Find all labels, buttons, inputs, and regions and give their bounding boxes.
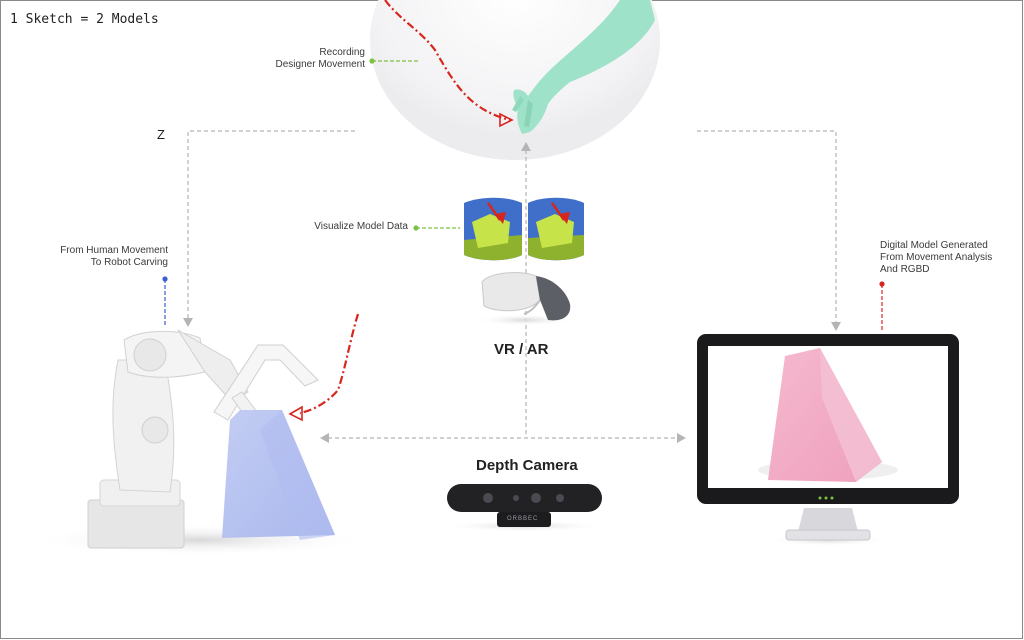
recording-label-line-2: Designer Movement [275, 59, 365, 70]
recording-trajectory [384, 0, 511, 122]
hand-icon [512, 0, 655, 134]
recording-trajectory-arrowhead [499, 112, 514, 128]
vr-screen-left [464, 197, 522, 261]
vr-screens [464, 197, 584, 261]
human-robot-label: From Human Movement To Robot Carving [30, 245, 168, 269]
recording-dot [369, 58, 375, 64]
vr-headset-icon [475, 272, 575, 326]
vr-ar-label: VR / AR [494, 341, 549, 358]
digital-model-label: Digital Model Generated From Movement An… [880, 240, 992, 276]
robot-block [222, 410, 335, 540]
vr-screen-right [528, 197, 584, 261]
human-robot-dot [162, 276, 168, 282]
monitor-model [768, 348, 882, 482]
camera-brand-label: ORBBEC [507, 516, 539, 522]
human-robot-label-line-2: To Robot Carving [90, 257, 168, 268]
depth-camera-icon [444, 484, 604, 532]
sketch-label: 1 Sketch = 2 Models [10, 12, 159, 27]
digital-model-label-line-3: And RGBD [880, 264, 930, 275]
robot-trajectory [299, 313, 360, 415]
visualize-label: Visualize Model Data [314, 221, 408, 232]
digital-model-dot [879, 281, 885, 287]
axis-label: Z [157, 127, 165, 142]
recording-label: Recording Designer Movement [255, 47, 365, 71]
human-robot-label-line-1: From Human Movement [60, 245, 168, 256]
digital-model-label-line-1: Digital Model Generated [880, 240, 988, 251]
visualize-dot [413, 225, 419, 231]
recording-label-line-1: Recording [319, 47, 365, 58]
robot-trajectory-arrowhead [288, 405, 303, 422]
depth-camera-label: Depth Camera [476, 457, 578, 474]
digital-model-label-line-2: From Movement Analysis [880, 252, 993, 263]
connector-right [697, 130, 837, 322]
